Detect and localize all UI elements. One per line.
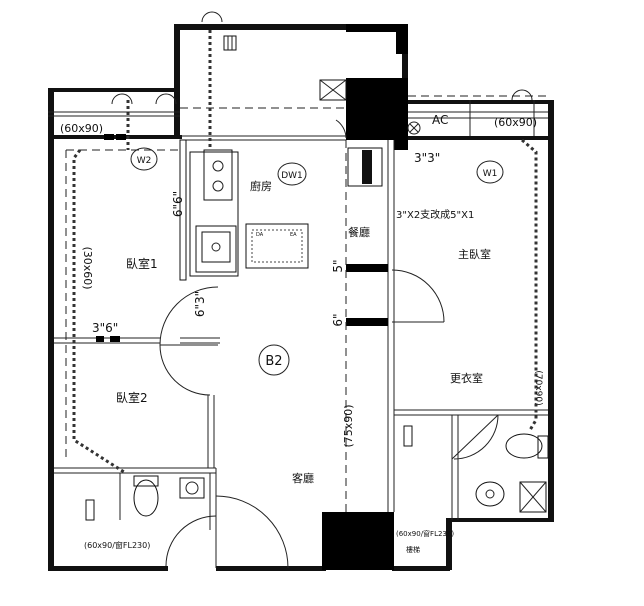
tag-ac: AC [432,113,448,127]
dim-living: (75x90) [342,404,355,447]
dim-window-right: (60x90) [494,116,537,129]
kitchen-fixtures [195,35,421,273]
unit-code-marker: B2 [258,344,290,376]
dim-window-left: (60x90) [60,122,103,135]
tag-ea: EA [290,232,297,238]
living-room-label: 客廳 [292,471,314,485]
tag-da: DA [256,232,264,238]
dressing-room-label: 更衣室 [450,371,483,385]
dim-6: 6" [331,313,345,326]
stair-label: 樓梯 [406,545,420,554]
tag-dw1: DW1 [281,171,303,181]
dining-label: 餐廳 [348,225,370,239]
duct-lines [72,30,538,474]
kitchen-label: 廚房 [250,179,272,193]
dim-beam-note: 3"X2支改成5"X1 [396,208,474,221]
dimension-labels: (60x90) (60x90) (30x60) (70x90) (75x90) … [60,116,543,554]
dim-66: 6"6" [171,191,185,217]
dim-63: 6"3" [193,291,207,317]
dim-vertical-right: (70x90) [533,370,543,405]
drain-markers [111,11,533,105]
dim-33: 3"3" [414,151,440,165]
tag-w2: W2 [137,156,152,166]
bedroom2-label: 臥室2 [116,390,148,405]
interior-walls [54,134,548,566]
bedroom1-label: 臥室1 [126,256,158,271]
tags: DW1 W1 W2 AC DA EA [130,113,504,238]
windows [48,100,548,136]
dim-5: 5" [331,259,345,272]
tag-w1: W1 [483,169,498,179]
beam-lines [65,95,548,512]
bath-fixtures [85,425,549,521]
dim-bottom-right: (60x90/窗FL230) [396,529,454,538]
outer-walls [48,24,554,571]
dim-vertical-left: (30x60) [81,246,94,289]
room-labels: 廚房 餐廳 主臥室 臥室1 臥室2 更衣室 客廳 [116,179,491,485]
unit-code: B2 [265,354,282,369]
dim-36: 3"6" [92,321,118,335]
doors [159,119,499,569]
master-bedroom-label: 主臥室 [458,247,491,261]
structural-columns [322,24,408,570]
dim-bottom-left: (60x90/窗FL230) [84,540,150,550]
